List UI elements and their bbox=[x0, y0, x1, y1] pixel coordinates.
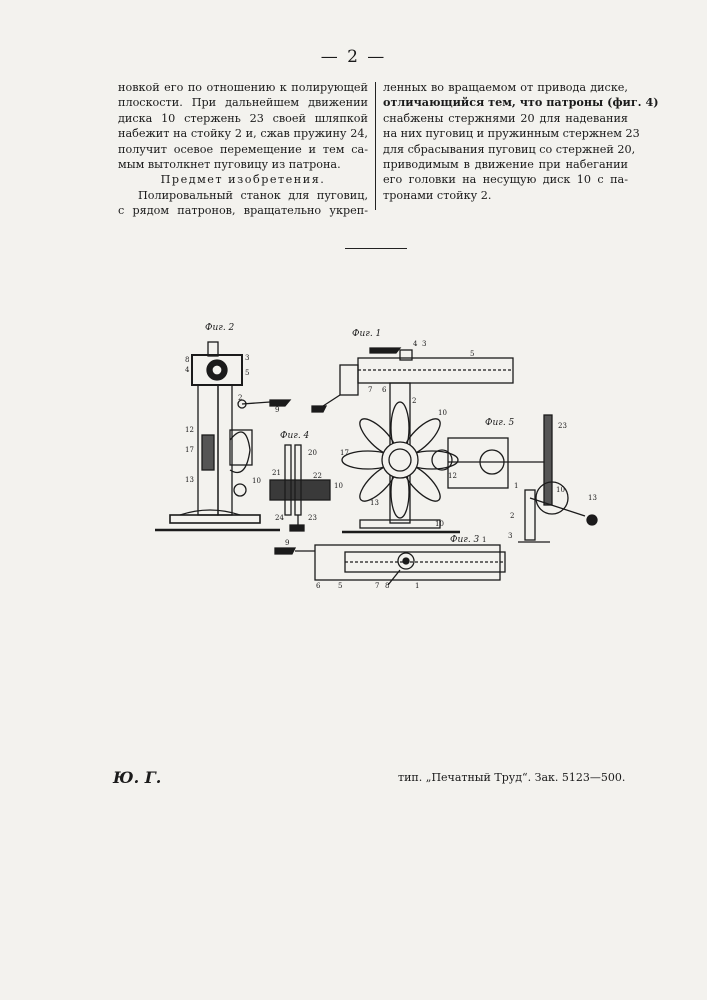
fig1-num-5: 5 bbox=[470, 350, 474, 358]
fig4-num-10: 10 bbox=[334, 482, 343, 490]
fig3-num-1: 1 bbox=[415, 582, 419, 590]
fig1-num-7: 7 bbox=[368, 386, 372, 394]
fig3-num-7: 7 bbox=[375, 582, 379, 590]
text-line: получит осевое перемещение и тем са- bbox=[118, 142, 368, 157]
fig2-label: Фиг. 2 bbox=[205, 323, 235, 333]
fig2-num-9: 9 bbox=[275, 406, 279, 414]
fig2-num-8: 8 bbox=[185, 356, 189, 364]
fig2-num-13: 13 bbox=[185, 476, 194, 484]
fig2-num-10: 10 bbox=[252, 477, 261, 485]
text-line: его головки на несущую диск 10 с па- bbox=[383, 172, 628, 187]
fig3-num-9: 9 bbox=[285, 539, 289, 547]
fig2-num-17: 17 bbox=[185, 446, 194, 454]
fig5-num-3: 3 bbox=[508, 532, 512, 540]
fig4-num-20: 20 bbox=[308, 449, 317, 457]
text-line: снабжены стержнями 20 для надевания bbox=[383, 111, 628, 126]
text-line: набежит на стойку 2 и, сжав пружину 24, bbox=[118, 126, 368, 141]
fig3-num-5: 5 bbox=[338, 582, 342, 590]
fig5-label: Фиг. 5 bbox=[485, 418, 515, 428]
fig5-num-18: 13 bbox=[588, 494, 597, 502]
page-number: — 2 — bbox=[0, 47, 707, 67]
text-line: мым вытолкнет пуговицу из патрона. bbox=[118, 157, 368, 172]
claim-line: с рядом патронов, вращательно укреп- bbox=[118, 203, 368, 218]
fig1-num-12: 12 bbox=[448, 472, 457, 480]
fig1-num-2: 2 bbox=[412, 397, 416, 405]
fig1-num-4: 4 bbox=[413, 340, 418, 348]
fig3-num-1b: 1 bbox=[482, 536, 486, 544]
text-line: ленных во вращаемом от привода диске, bbox=[383, 80, 628, 95]
fig4-num-22: 22 bbox=[313, 472, 322, 480]
text-line: новкой его по отношению к полирующей bbox=[118, 80, 368, 95]
fig1-num-13: 13 bbox=[370, 499, 379, 507]
fig5-num-1: 1 bbox=[514, 482, 518, 490]
left-column: новкой его по отношению к полирующей пло… bbox=[118, 80, 368, 219]
fig1-num-6: 6 bbox=[382, 386, 387, 394]
fig5-drawing bbox=[448, 415, 597, 542]
fig1-num-10: 10 bbox=[438, 409, 447, 417]
fig3-label: Фиг. 3 bbox=[450, 535, 480, 545]
fig5-num-2: 2 bbox=[510, 512, 514, 520]
text-line: для сбрасывания пуговиц со стержней 20, bbox=[383, 142, 628, 157]
fig1-label: Фиг. 1 bbox=[352, 329, 381, 339]
fig1-num-3: 3 bbox=[422, 340, 426, 348]
fig2-num-2: 2 bbox=[238, 394, 242, 402]
footer-initials: Ю. Г. bbox=[113, 768, 161, 787]
fig3-num-6: 6 bbox=[316, 582, 321, 590]
fig4-num-21: 21 bbox=[272, 469, 281, 477]
section-heading: Предмет изобретения. bbox=[118, 172, 368, 187]
column-divider bbox=[375, 82, 376, 210]
text-line: отличающийся тем, что патроны (фиг. 4) bbox=[383, 95, 628, 110]
fig1-num-10b: 10 bbox=[435, 520, 444, 528]
section-rule bbox=[345, 248, 407, 249]
fig5-num-10: 10 bbox=[556, 486, 565, 494]
fig2-num-4: 4 bbox=[185, 366, 190, 374]
fig2-num-3: 3 bbox=[245, 354, 249, 362]
claim-line: Полировальный станок для пуговиц, bbox=[118, 188, 368, 203]
fig1-num-17: 17 bbox=[340, 449, 349, 457]
fig3-drawing bbox=[275, 545, 505, 585]
footer-printer: тип. „Печатный Труд“. Зак. 5123—500. bbox=[398, 771, 625, 784]
fig4-label: Фиг. 4 bbox=[280, 431, 310, 441]
text-line: на них пуговиц и пружинным стержнем 23 bbox=[383, 126, 628, 141]
text-line: приводимым в движение при набегании bbox=[383, 157, 628, 172]
patent-drawing: Фиг. 2 8 4 3 5 2 9 12 17 13 10 bbox=[130, 320, 610, 620]
fig3-num-8: 8 bbox=[385, 582, 389, 590]
fig2-drawing bbox=[155, 342, 290, 530]
fig4-num-24: 24 bbox=[275, 514, 284, 522]
text-line: диска 10 стержень 23 своей шляпкой bbox=[118, 111, 368, 126]
text-line: тронами стойку 2. bbox=[383, 188, 628, 203]
fig2-num-5: 5 bbox=[245, 369, 249, 377]
fig5-num-23: 23 bbox=[558, 422, 567, 430]
fig1-drawing bbox=[312, 348, 513, 532]
right-column: ленных во вращаемом от привода диске, от… bbox=[383, 80, 628, 203]
polishing-disc bbox=[342, 402, 458, 518]
fig4-num-23: 23 bbox=[308, 514, 317, 522]
fig2-num-12: 12 bbox=[185, 426, 194, 434]
text-line: плоскости. При дальнейшем движении bbox=[118, 95, 368, 110]
